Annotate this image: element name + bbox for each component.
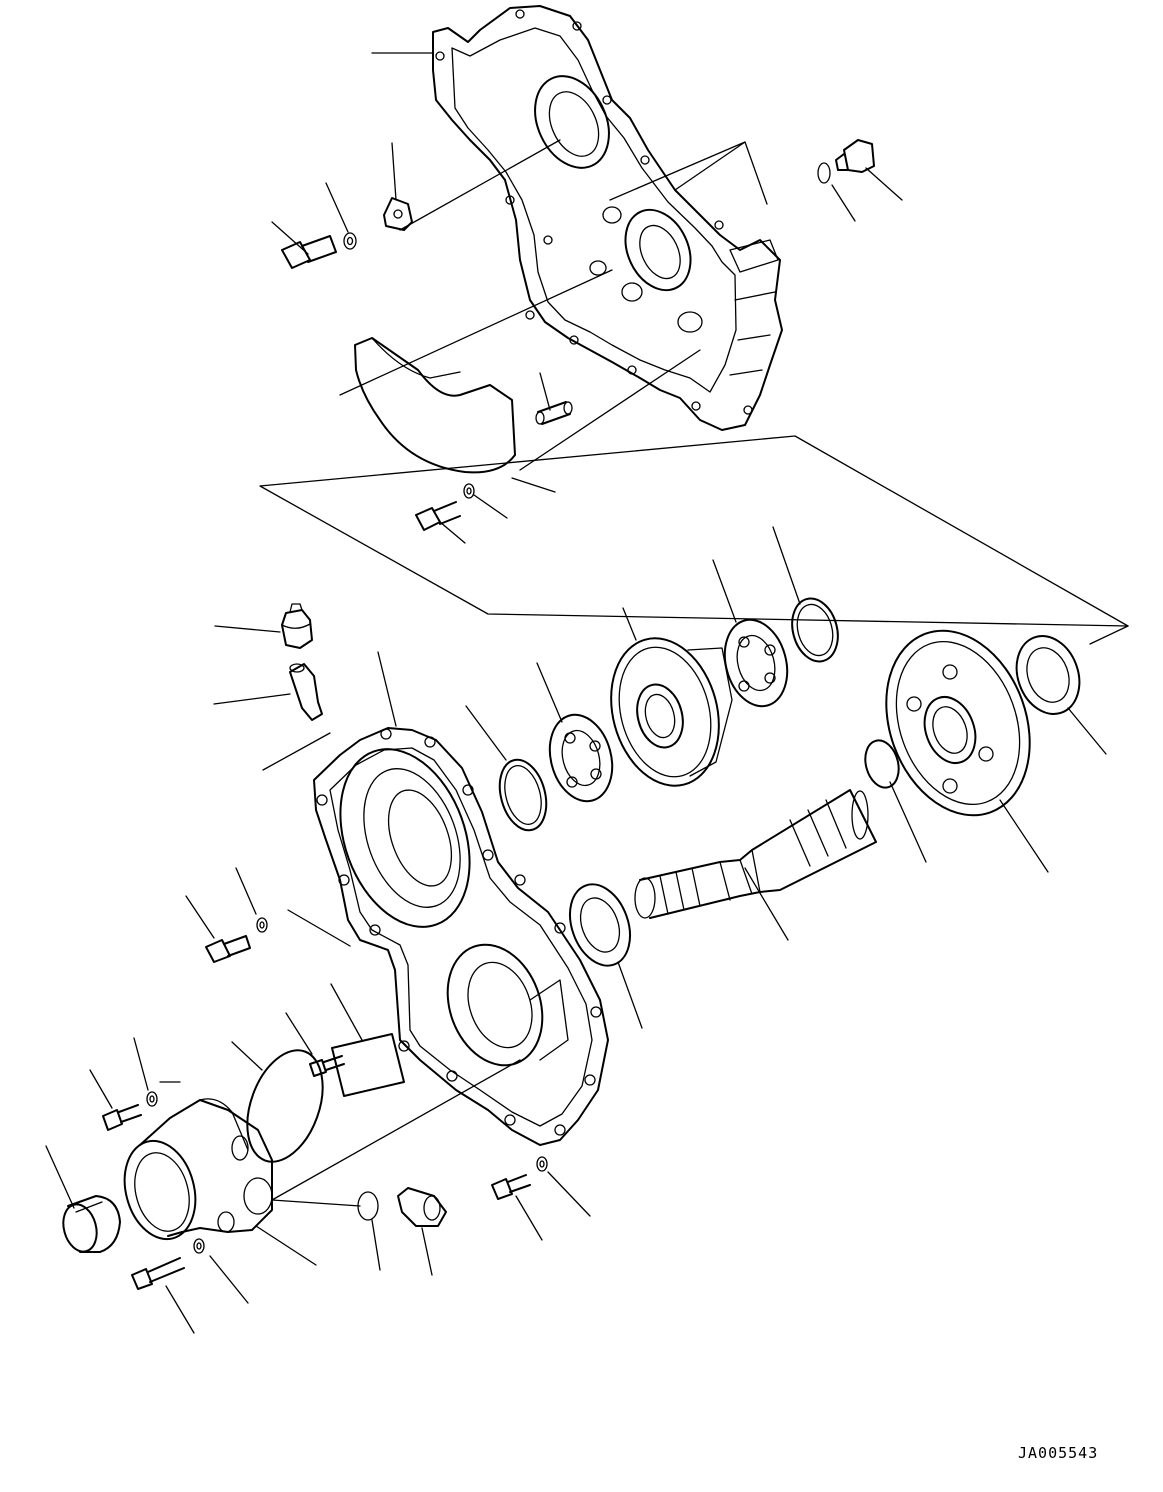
oil-deflector-cover bbox=[354, 337, 516, 474]
plate-rivet bbox=[309, 1055, 345, 1077]
driven-gear bbox=[885, 629, 1031, 817]
rear-bearing bbox=[1015, 635, 1081, 715]
drain-plug bbox=[817, 139, 875, 184]
upper-gear-case bbox=[432, 5, 783, 431]
mounting-bracket bbox=[383, 197, 413, 231]
oil-seal-cup bbox=[62, 1195, 121, 1253]
assembly-frame-outline bbox=[259, 435, 1129, 627]
front-bearing-large bbox=[569, 883, 631, 967]
upper-bolts bbox=[281, 232, 475, 531]
upper-leader-lines bbox=[271, 52, 903, 544]
lower-case-bolts bbox=[205, 917, 548, 1200]
lower-gear-case bbox=[313, 727, 609, 1146]
breather-elbow bbox=[289, 663, 323, 721]
lower-leader-lines bbox=[45, 526, 1107, 1334]
frame-leader bbox=[1089, 625, 1129, 645]
plug-ball bbox=[357, 1191, 379, 1221]
name-plate bbox=[331, 1033, 405, 1097]
lower-upper-left-leaders bbox=[213, 625, 331, 771]
dowel-pin bbox=[535, 401, 573, 425]
idler-gear bbox=[610, 637, 733, 787]
housing-gasket bbox=[246, 1049, 324, 1163]
breather-cap bbox=[281, 603, 313, 649]
ball-bearing-right bbox=[723, 618, 789, 708]
snap-ring-right bbox=[791, 597, 839, 663]
plug-sleeve bbox=[397, 1187, 447, 1227]
shaft-snap-ring bbox=[864, 739, 900, 789]
bearing-housing bbox=[123, 1098, 273, 1241]
drawing-reference-code: JA005543 bbox=[1018, 1444, 1099, 1462]
snap-ring-left bbox=[498, 758, 548, 832]
housing-bolts bbox=[102, 1091, 205, 1290]
ball-bearing-left bbox=[548, 713, 614, 803]
output-shaft bbox=[634, 789, 877, 919]
